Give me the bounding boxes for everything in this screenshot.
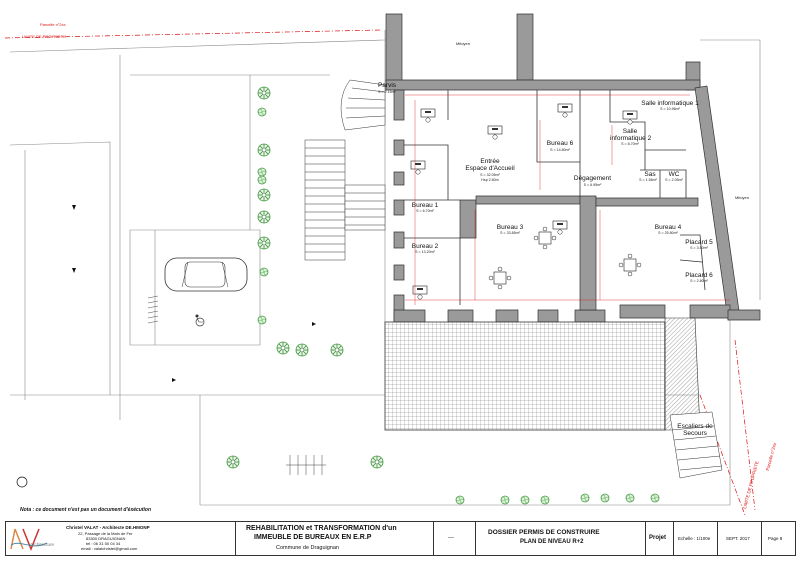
room-bureau6-area: S = 14.80m² (550, 148, 570, 152)
room-wc-area: S = 2.05m² (665, 178, 683, 182)
phase-cell: Projet (646, 522, 674, 555)
room-bureau4-name: Bureau 4 (654, 224, 682, 231)
architect-cell: Architecture Christel VALAT - Architecte… (6, 522, 236, 555)
room-wc-name: WC (668, 171, 680, 178)
architect-address2: 83300 DRAGUIGNAN (86, 536, 126, 541)
room-degagement-area: S = 6.95m² (583, 183, 602, 187)
room-entree-name: Entrée Espace d'Accueil (465, 158, 515, 172)
room-bureau2-name: Bureau 2 (411, 243, 439, 250)
room-placard5-area: S = 3.50m² (690, 246, 708, 250)
room-salle1-name: Salle informatique 1 (641, 100, 699, 107)
mitoyen-top-label: Mitoyen (456, 41, 471, 46)
page-number: Page 8 (768, 536, 783, 541)
dossier-cell: DOSSIER PERMIS DE CONSTRUIRE PLAN DE NIV… (476, 522, 646, 555)
room-placard5-name: Placard 5 (685, 239, 713, 246)
room-salle2-area: S = 8.70m² (621, 142, 639, 146)
room-sas-area: S = 1.56m² (639, 178, 657, 182)
parking-stripes (147, 295, 159, 324)
mitoyen-right-label: Mitoyen (735, 195, 750, 200)
room-salle1-area: S = 10.96m² (660, 107, 680, 111)
room-sas-name: Sas (644, 171, 656, 178)
room-parvis-area: S = 2.16m² (378, 90, 396, 94)
north-arrow-icon (16, 476, 28, 488)
room-parvis-name: Parvis (377, 82, 397, 89)
room-entree-area: S = 32.05m² (480, 173, 500, 177)
phase: Projet (649, 535, 667, 541)
room-escaliers-name: Escaliers de Secours (677, 423, 713, 437)
room-placard6-area: S = 2.80m² (690, 279, 708, 283)
project-title-line2: IMMEUBLE DE BUREAUX EN E.R.P (254, 534, 372, 541)
room-bureau3-area: S = 33.85m² (500, 231, 520, 235)
car-drawing (164, 257, 248, 292)
building-walls (385, 13, 761, 323)
separator-cell: --- (434, 522, 476, 555)
room-bureau1-area: S = 6.70m² (416, 209, 434, 213)
page-cell: Page 8 (762, 522, 795, 555)
scale-cell: Echelle : 1/100e (674, 522, 718, 555)
room-placard6-name: Placard 6 (685, 272, 713, 279)
room-bureau3-name: Bureau 3 (496, 224, 524, 231)
title-block: Architecture Christel VALAT - Architecte… (5, 521, 796, 556)
architect-name: Christel VALAT - Architecte DE.HMONP (66, 525, 150, 530)
project-title-line1: REHABILITATION et TRANSFORMATION d'un (246, 525, 397, 532)
room-salle2-name: Salle informatique 2 (610, 128, 652, 142)
architect-email: email : valatchristel@gmail.com (81, 546, 138, 551)
drawing-title: PLAN DE NIVEAU R+2 (520, 539, 584, 545)
scale: Echelle : 1/100e (678, 536, 711, 541)
date: SEPT. 2017 (726, 536, 750, 541)
disclaimer-note: Nota : ce document n'est pas un document… (20, 507, 152, 513)
parcelle-label: Parcelle n°2xx (40, 22, 66, 27)
project-cell: REHABILITATION et TRANSFORMATION d'un IM… (236, 522, 434, 555)
emergency-staircase (669, 411, 723, 479)
architect-address1: 22, Passage de la Main de Fer (78, 531, 133, 536)
date-cell: SEPT. 2017 (718, 522, 762, 555)
bike-rack (286, 455, 326, 475)
external-staircase (304, 79, 386, 261)
terrace-grid (384, 321, 666, 431)
dossier-title: DOSSIER PERMIS DE CONSTRUIRE (488, 529, 600, 536)
logo-text: Architecture (30, 542, 55, 547)
room-degagement-name: Dégagement (573, 175, 612, 182)
site-outlines (9, 30, 761, 506)
property-limit-label: LIMITE DE PROPRIETE (22, 34, 66, 39)
architect-tel: tel : 06 31 50 04 34 (86, 541, 121, 546)
separator: --- (448, 535, 454, 541)
direction-arrows (72, 205, 316, 382)
commune: Commune de Draguignan (276, 545, 339, 551)
room-bureau4-area: S = 25.80m² (658, 231, 678, 235)
room-bureau2-area: S = 13.20m² (415, 250, 435, 254)
accessible-parking-icon (195, 314, 205, 327)
architect-logo-icon (10, 528, 48, 552)
room-entree-hsp: Hsp 2.60m (481, 178, 499, 182)
dimension-lines (405, 94, 730, 305)
room-bureau6-name: Bureau 6 (546, 140, 574, 147)
room-bureau1-name: Bureau 1 (411, 202, 439, 209)
interior-partitions (404, 90, 706, 305)
